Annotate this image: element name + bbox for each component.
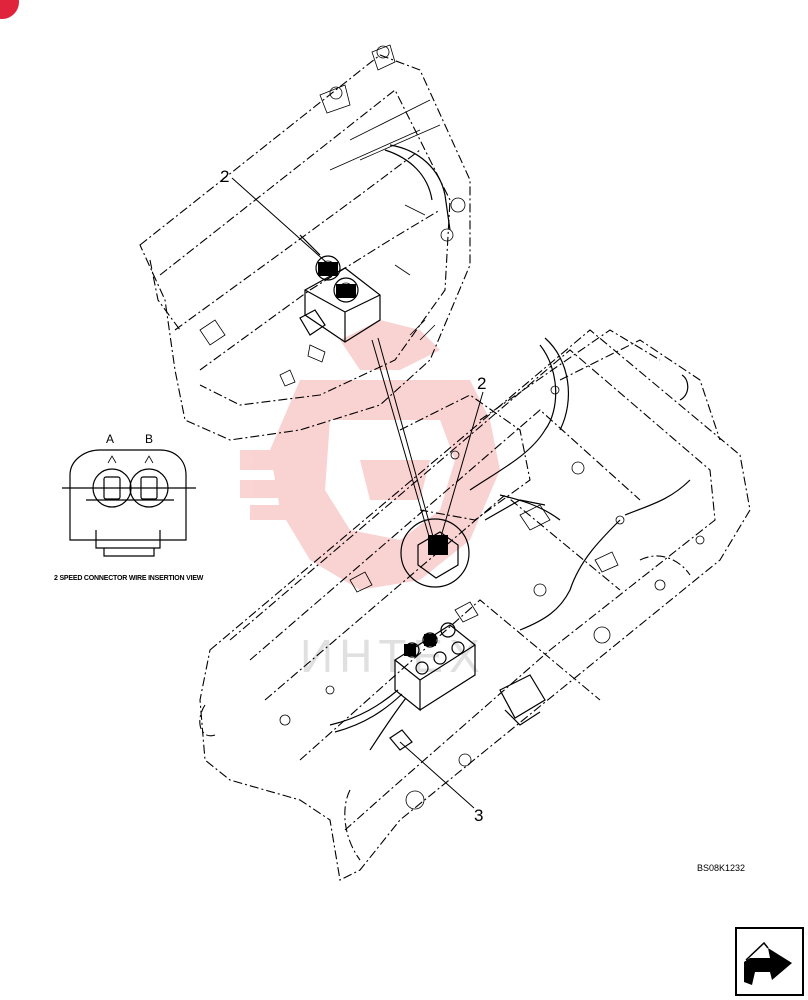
connector-cavity-b [129,468,169,508]
leader-line-center [439,391,484,541]
connector-caption: 2 SPEED CONNECTOR WIRE INSERTION VIEW [54,575,204,582]
leader-line-detail [371,337,435,541]
connector-housing [69,449,187,541]
callout-center-item: 2 [477,374,486,393]
watermark-text: ИНТЕХ [300,630,486,682]
watermark-logo [240,320,500,590]
center-detail-circle [400,518,470,588]
connector-pin-a-label: A [106,432,114,446]
callout-upper-item: 2 [220,167,229,186]
next-page-arrow-icon[interactable] [735,927,804,996]
upper-frame-assembly [139,44,471,441]
connector-pin-b-label: B [145,432,153,446]
connector-insertion-view: A B 2 SPEED CONNECTOR WIRE INSERTION VIE… [54,432,204,582]
callout-lower-item: 3 [474,806,483,825]
connector-cavity-a [92,468,132,508]
leader-line-upper [231,177,327,263]
main-chassis [199,329,751,881]
corner-badge-icon [0,0,19,19]
control-valve-bank [393,622,477,712]
figure-id: BS08K1232 [697,863,745,873]
leader-line-lower [399,741,475,809]
